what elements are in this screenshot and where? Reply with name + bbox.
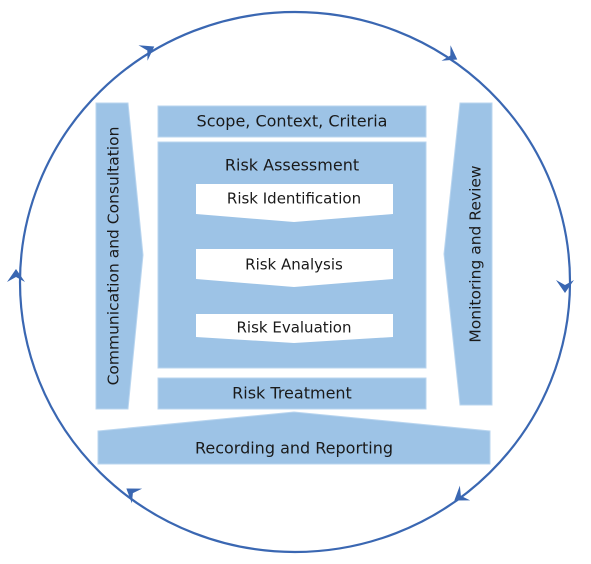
analysis-step xyxy=(196,249,393,287)
cycle-ring xyxy=(18,10,572,554)
evaluation-label: Risk Evaluation xyxy=(236,319,351,337)
arrowhead-icon xyxy=(7,269,25,282)
evaluation-step xyxy=(196,314,393,343)
arrowhead-icon xyxy=(454,485,471,501)
assessment-label: Risk Assessment xyxy=(225,156,359,175)
arrowhead-icon xyxy=(441,45,458,61)
scope-label: Scope, Context, Criteria xyxy=(197,112,388,131)
communication-label: Communication and Consultation xyxy=(105,127,123,386)
recording-label: Recording and Reporting xyxy=(195,439,393,458)
arrowhead-icon xyxy=(556,280,574,293)
monitoring-block xyxy=(443,102,493,406)
arrowhead-icon xyxy=(138,45,155,61)
treatment-block xyxy=(157,377,427,410)
ring-arrowheads xyxy=(7,45,574,504)
monitoring-label: Monitoring and Review xyxy=(467,165,485,343)
treatment-label: Risk Treatment xyxy=(232,384,352,403)
identification-step xyxy=(196,184,393,222)
recording-block xyxy=(97,411,491,465)
scope-block xyxy=(157,105,427,138)
communication-block xyxy=(95,102,144,410)
analysis-label: Risk Analysis xyxy=(245,256,343,274)
arrowhead-icon xyxy=(126,488,143,504)
identification-label: Risk Identification xyxy=(227,190,361,208)
